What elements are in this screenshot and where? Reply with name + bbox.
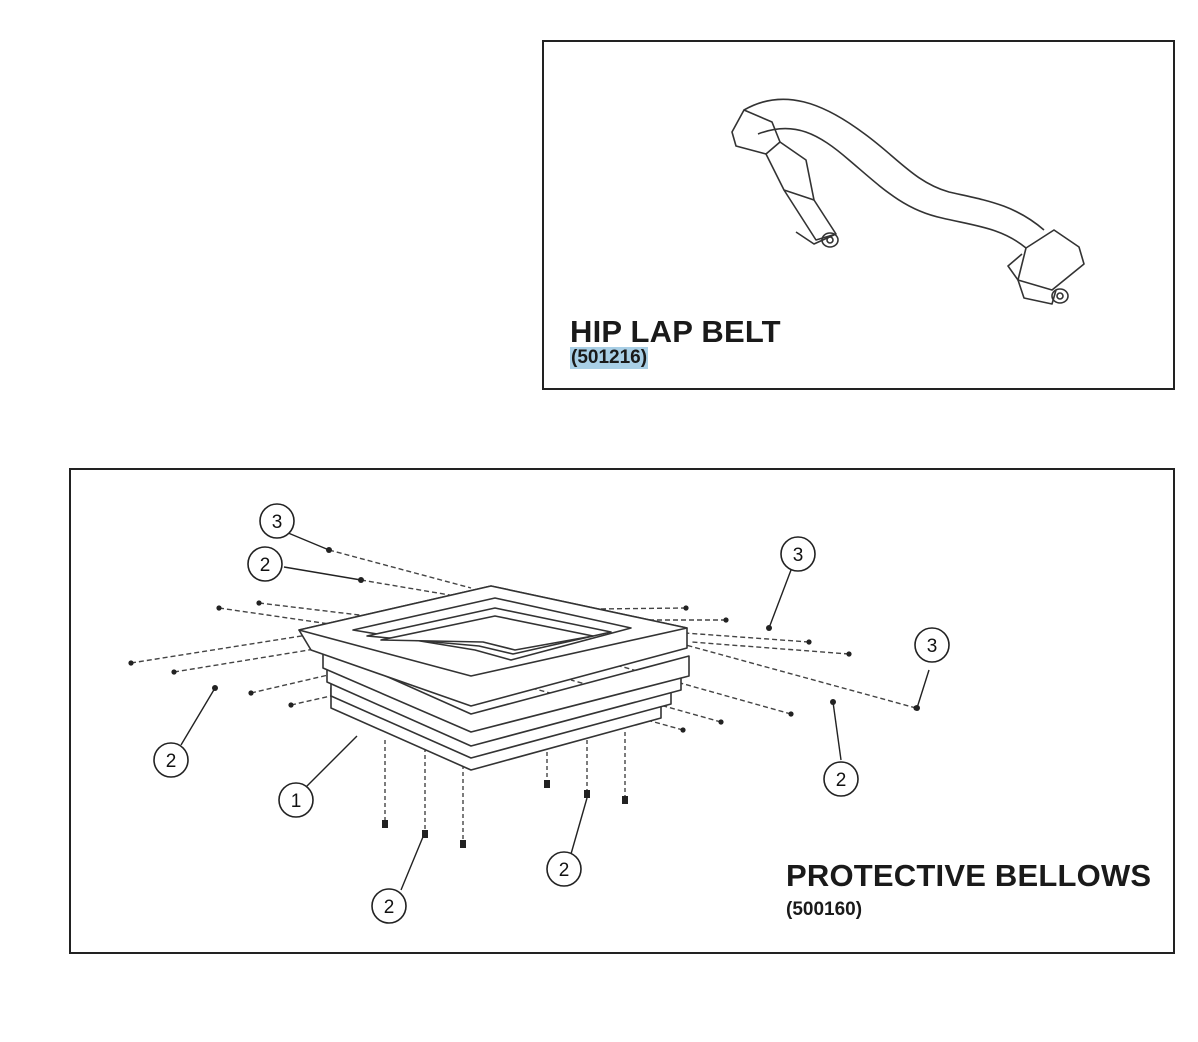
callout-2-bottom-left: 2 (371, 888, 407, 924)
protective-bellows-part-number: (500160) (786, 899, 863, 920)
hip-lap-belt-title: HIP LAP BELT (570, 314, 781, 349)
callout-label: 2 (166, 751, 177, 772)
callout-2-top-left: 2 (247, 546, 283, 582)
callout-2-bottom-center: 2 (546, 851, 582, 887)
hip-lap-belt-part-number: (501216) (570, 347, 649, 369)
protective-bellows-illustration: 3 2 3 3 2 1 2 2 2 (128, 503, 950, 924)
callout-label: 1 (291, 791, 302, 812)
callout-label: 3 (927, 636, 938, 657)
hip-lap-belt-panel: HIP LAP BELT (501216) (542, 40, 1175, 390)
protective-bellows-title: PROTECTIVE BELLOWS (786, 858, 1152, 893)
callout-1-bellows: 1 (278, 782, 314, 818)
protective-bellows-panel: 3 2 3 3 2 1 2 2 2 PROTECTIVE BELLOWS (50… (69, 468, 1175, 954)
callout-label: 2 (836, 770, 847, 791)
callout-label: 3 (272, 512, 283, 533)
callout-label: 2 (260, 555, 271, 576)
callout-3-top-left: 3 (259, 503, 295, 539)
callout-3-top-right: 3 (780, 536, 816, 572)
callout-3-right: 3 (914, 627, 950, 663)
hip-lap-belt-illustration (731, 98, 1085, 305)
callout-2-left: 2 (153, 742, 189, 778)
callout-label: 3 (793, 545, 804, 566)
callout-label: 2 (559, 860, 570, 881)
callout-2-right: 2 (823, 761, 859, 797)
callout-label: 2 (384, 897, 395, 918)
